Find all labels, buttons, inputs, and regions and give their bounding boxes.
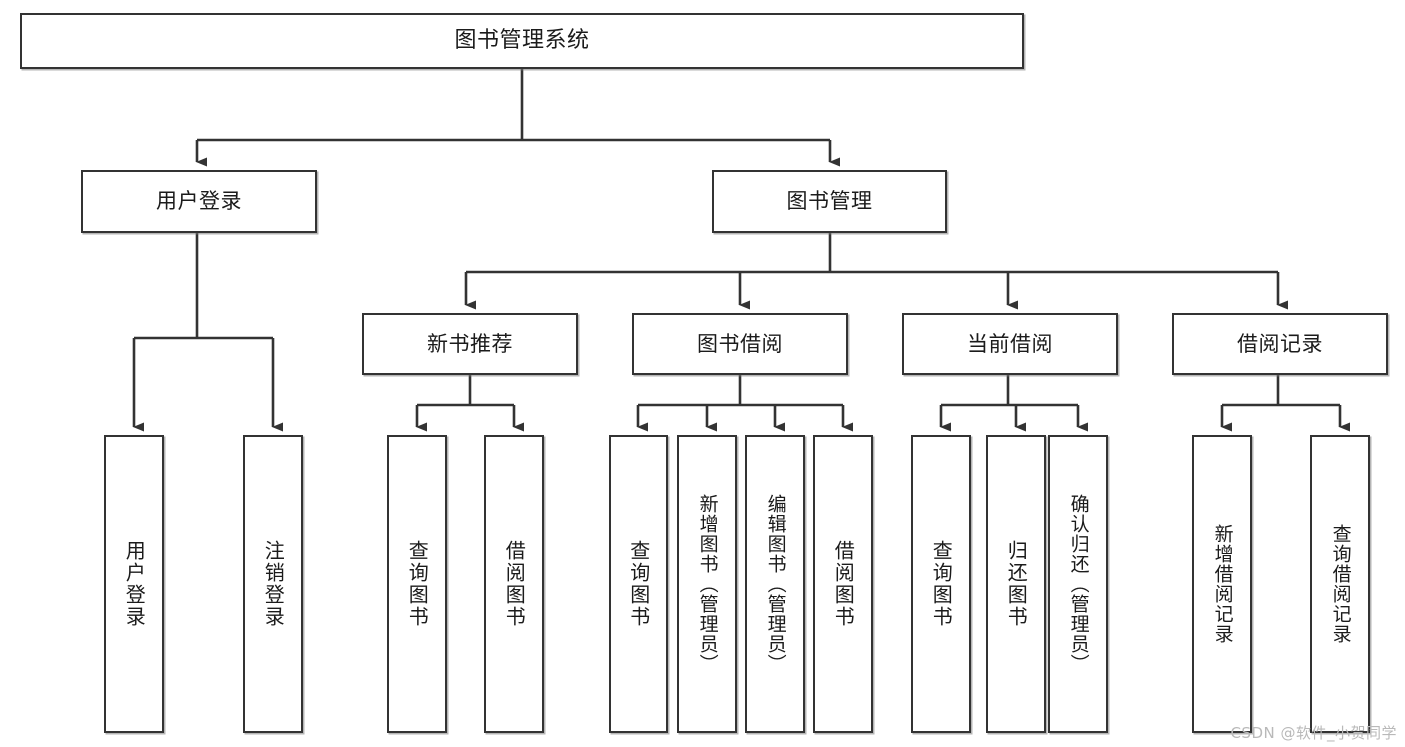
node-leaf-return-book[interactable]: 归还图书 (986, 435, 1046, 733)
node-label: 查询图书 (626, 540, 651, 628)
node-leaf-add-borrow-record[interactable]: 新增借阅记录 (1192, 435, 1252, 733)
node-leaf-query-book-borrow[interactable]: 查询图书 (609, 435, 668, 733)
node-label: 借阅图书 (502, 540, 527, 628)
node-leaf-confirm-return-admin[interactable]: 确认归还（管理员） (1048, 435, 1108, 733)
node-leaf-query-borrow-record[interactable]: 查询借阅记录 (1310, 435, 1370, 733)
node-leaf-query-book-current[interactable]: 查询图书 (911, 435, 971, 733)
node-label: 当前借阅 (967, 331, 1053, 356)
node-leaf-user-login[interactable]: 用户登录 (104, 435, 164, 733)
node-book-borrow[interactable]: 图书借阅 (632, 313, 848, 375)
node-label: 确认归还（管理员） (1067, 494, 1090, 674)
node-label: 用户登录 (156, 189, 242, 214)
node-current-borrow[interactable]: 当前借阅 (902, 313, 1118, 375)
node-new-book-recommend[interactable]: 新书推荐 (362, 313, 578, 375)
csdn-watermark: CSDN @软件_小贺同学 (1230, 724, 1397, 742)
node-label: 图书管理 (786, 189, 873, 214)
node-borrow-records[interactable]: 借阅记录 (1172, 313, 1388, 375)
node-label: 图书管理系统 (454, 27, 590, 53)
node-label: 编辑图书（管理员） (764, 494, 787, 674)
node-root-system[interactable]: 图书管理系统 (20, 13, 1024, 69)
node-leaf-query-book-newbook[interactable]: 查询图书 (387, 435, 447, 733)
node-label: 查询图书 (405, 540, 430, 628)
node-leaf-edit-book-admin[interactable]: 编辑图书（管理员） (745, 435, 805, 733)
node-leaf-lend-book[interactable]: 借阅图书 (813, 435, 873, 733)
node-leaf-add-book-admin[interactable]: 新增图书（管理员） (677, 435, 737, 733)
node-label: 新增图书（管理员） (696, 494, 719, 674)
node-leaf-borrow-book-newbook[interactable]: 借阅图书 (484, 435, 544, 733)
node-label: 归还图书 (1004, 540, 1029, 628)
node-label: 注销登录 (261, 540, 286, 628)
node-label: 用户登录 (122, 540, 147, 628)
node-leaf-logout[interactable]: 注销登录 (243, 435, 303, 733)
node-user-login[interactable]: 用户登录 (81, 170, 317, 233)
node-label: 借阅图书 (831, 540, 856, 628)
node-label: 查询借阅记录 (1329, 524, 1352, 644)
node-label: 图书借阅 (697, 331, 783, 356)
node-label: 新增借阅记录 (1211, 524, 1234, 644)
node-label: 查询图书 (929, 540, 954, 628)
node-label: 借阅记录 (1237, 331, 1323, 356)
node-book-management[interactable]: 图书管理 (712, 170, 947, 233)
node-label: 新书推荐 (427, 331, 513, 356)
